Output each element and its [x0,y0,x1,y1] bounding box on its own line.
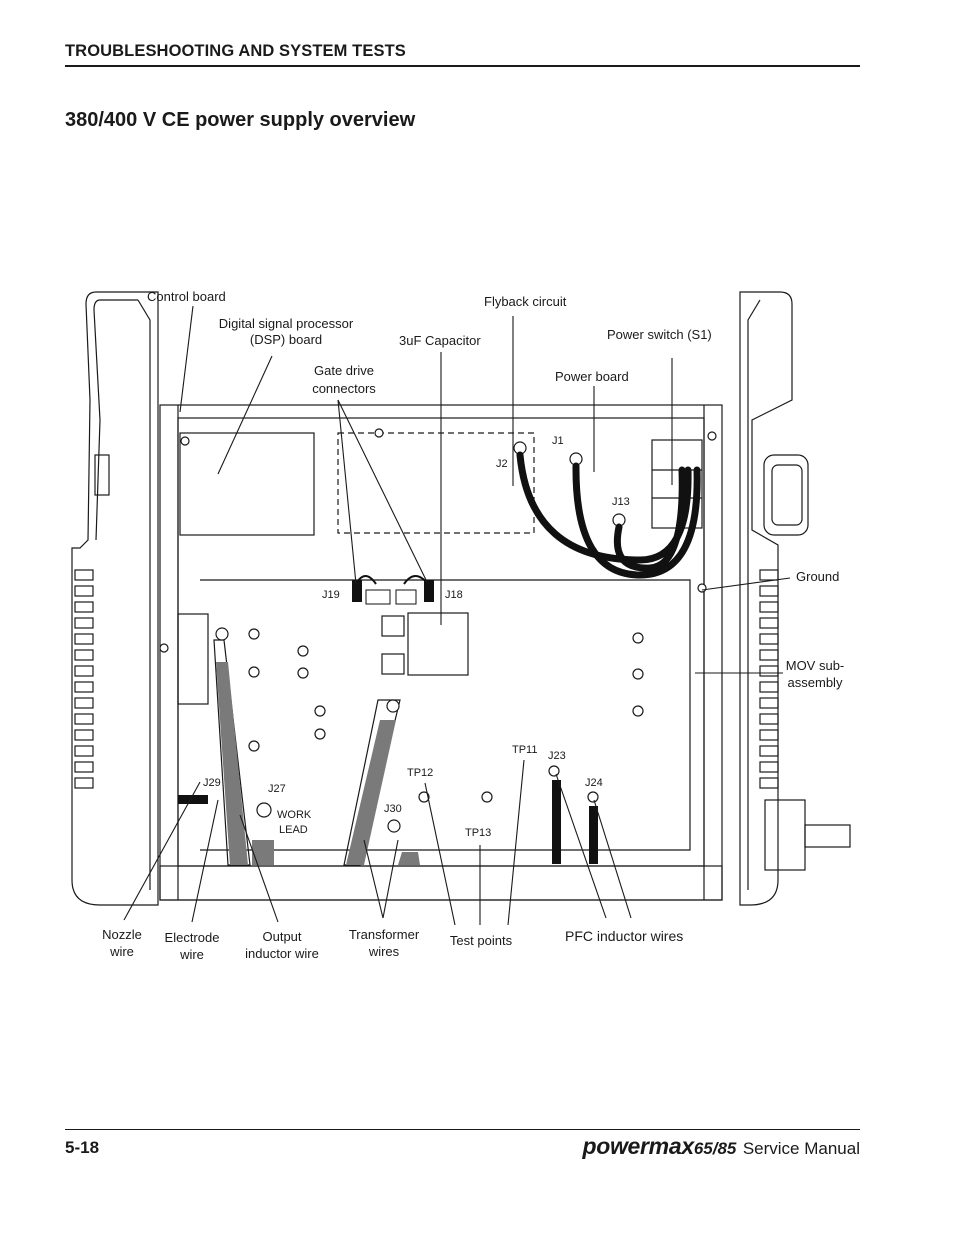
label-flyback: Flyback circuit [484,294,567,309]
label-test-points: Test points [450,933,513,948]
footer-brand: powermax65/85 Service Manual [582,1133,860,1160]
callout-labels: Control board Digital signal processor (… [102,289,844,962]
label-ground: Ground [796,569,839,584]
capacitor [407,612,469,676]
label-j13: J13 [612,496,630,508]
manual-name: Service Manual [742,1139,860,1158]
label-power-board: Power board [555,369,629,384]
label-electrode-1: Electrode [165,930,220,945]
label-power-switch: Power switch (S1) [607,327,712,342]
label-dsp-board-2: (DSP) board [250,332,322,347]
left-end-cap [71,291,159,906]
label-j18: J18 [445,589,463,601]
left-vents [74,569,94,789]
label-mov-1: MOV sub- [786,658,845,673]
dsp-board [179,432,315,536]
label-capacitor: 3uF Capacitor [399,333,481,348]
label-j19: J19 [322,589,340,601]
label-j24: J24 [585,777,603,789]
page-title: 380/400 V CE power supply overview [65,109,416,131]
label-j1: J1 [552,435,564,447]
section-header: TROUBLESHOOTING AND SYSTEM TESTS [65,42,860,67]
right-vents [759,569,779,789]
label-output-2: inductor wire [245,946,319,961]
right-end-cap [739,291,793,906]
label-j29: J29 [203,777,221,789]
label-j27: J27 [268,783,286,795]
label-nozzle-2: wire [109,944,134,959]
label-dsp-board-1: Digital signal processor [219,316,354,331]
label-electrode-2: wire [179,947,204,962]
label-mov-2: assembly [788,675,843,690]
label-j30: J30 [384,803,402,815]
page-number: 5-18 [65,1138,100,1157]
label-work-2: LEAD [279,824,308,836]
label-nozzle-1: Nozzle [102,927,142,942]
label-transformer-2: wires [368,944,400,959]
brand-name: powermax [582,1133,694,1159]
label-pfc: PFC inductor wires [565,928,683,944]
label-transformer-1: Transformer [349,927,420,942]
label-tp12: TP12 [407,767,433,779]
label-tp13: TP13 [465,827,491,839]
label-gate-drive-2: connectors [312,381,376,396]
label-j2: J2 [496,458,508,470]
label-work-1: WORK [277,809,312,821]
brand-model: 65/85 [693,1139,737,1158]
label-j23: J23 [548,750,566,762]
label-output-1: Output [262,929,301,944]
label-tp11: TP11 [512,744,537,756]
footer-rule [65,1129,860,1130]
connector-labels: J1 J2 J13 J19 J18 J23 J24 J27 J29 J30 TP… [203,435,630,839]
label-control-board: Control board [147,289,226,304]
label-gate-drive-1: Gate drive [314,363,374,378]
